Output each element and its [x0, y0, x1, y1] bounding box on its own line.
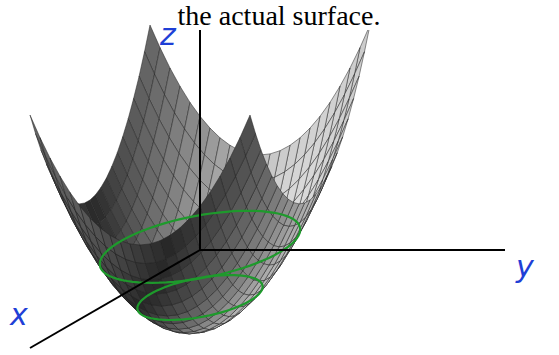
- mesh-cell: [344, 76, 360, 121]
- mesh-cell: [333, 119, 349, 160]
- z-axis: [199, 22, 201, 250]
- mesh-cell: [36, 134, 51, 173]
- caption-text: the actual surface.: [174, 2, 385, 30]
- x-axis: [30, 250, 200, 348]
- mesh-cell: [162, 305, 178, 316]
- mesh-cell: [349, 52, 364, 99]
- mesh-cell: [323, 141, 339, 180]
- axis-label: z: [160, 20, 176, 50]
- mesh-cell: [140, 244, 156, 264]
- mesh-cell: [338, 99, 353, 142]
- mesh-cell: [156, 293, 171, 306]
- mesh-cell: [355, 25, 371, 74]
- axis-label: x: [10, 300, 28, 330]
- axis-label: y: [516, 252, 534, 282]
- mesh-cell: [60, 176, 76, 211]
- mesh-cell: [30, 115, 46, 156]
- mesh-cell: [70, 192, 86, 224]
- mesh-cell: [50, 158, 66, 195]
- y-axis: [200, 249, 505, 251]
- mesh-cell: [40, 138, 56, 177]
